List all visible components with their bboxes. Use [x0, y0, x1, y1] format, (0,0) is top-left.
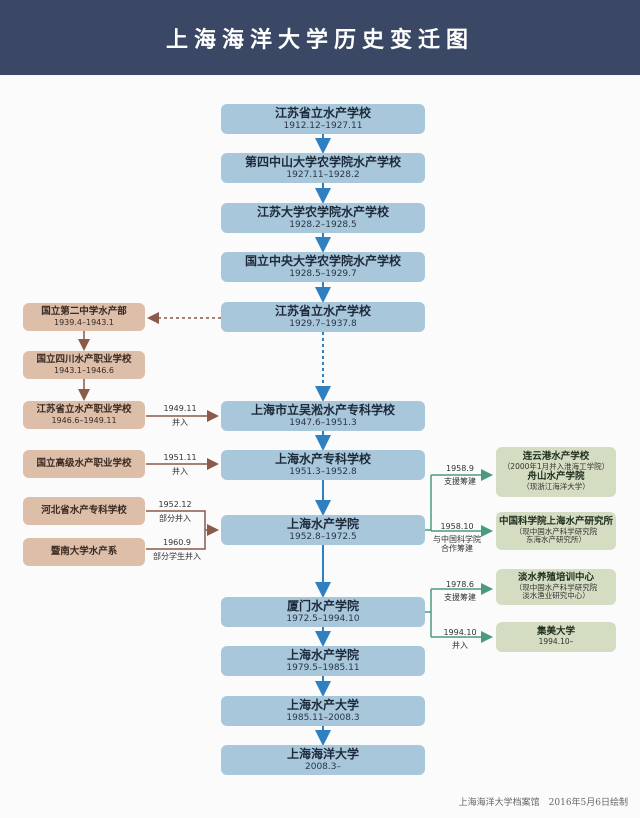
edge-action: 合作筹建 — [441, 544, 473, 554]
node-note: （2000年1月并入淮海工学院） — [502, 462, 610, 472]
edge-action: 并入 — [172, 417, 188, 427]
edge-label: 1960.9 部分学生并入 — [144, 538, 210, 561]
node-date: 1939.4–1943.1 — [54, 317, 114, 327]
node-date: 1951.3–1952.8 — [289, 466, 357, 477]
right-node: 淡水养殖培训中心（现中国水产科学研究院淡水渔业研究中心） — [496, 569, 616, 605]
node-name: 上海市立吴淞水产专科学校 — [250, 402, 395, 417]
edge-date: 1952.12 — [158, 500, 192, 509]
node-date: 1912.12–1927.11 — [283, 120, 363, 131]
node-name: 江苏省立水产学校 — [274, 105, 371, 120]
node-date: 1979.5–1985.11 — [286, 662, 360, 673]
node-note: 东海水产研究所） — [526, 535, 586, 545]
edge-date: 1958.9 — [446, 464, 474, 473]
node-name: 江苏省立水产职业学校 — [36, 403, 132, 415]
node-name: 暨南大学水产系 — [50, 545, 118, 557]
left-node: 暨南大学水产系 — [23, 538, 145, 566]
node-name: 国立高级水产职业学校 — [36, 457, 132, 469]
right-node: 连云港水产学校（2000年1月并入淮海工学院）舟山水产学院（现浙江海洋大学） — [496, 447, 616, 497]
node-date: 1928.5–1929.7 — [289, 268, 357, 279]
node-name: 上海海洋大学 — [286, 746, 359, 761]
node-date: 1994.10– — [538, 637, 574, 647]
node-name: 上海水产专科学校 — [274, 451, 371, 466]
left-node: 国立高级水产职业学校 — [23, 450, 145, 478]
edge-action: 支援筹建 — [444, 476, 476, 486]
edge-label: 1958.9 支援筹建 — [432, 464, 488, 486]
node-name: 国立中央大学农学院水产学校 — [244, 253, 401, 268]
node-date: 1985.11–2008.3 — [286, 712, 360, 723]
edge-label: 1952.12 部分并入 — [146, 500, 204, 523]
edge-date: 1951.11 — [163, 453, 197, 462]
node-name: 舟山水产学院 — [527, 471, 585, 482]
edge-action: 部分并入 — [159, 513, 191, 523]
edge-action: 部分学生并入 — [153, 551, 201, 561]
node-name: 连云港水产学校 — [522, 451, 590, 463]
right-node: 中国科学院上海水产研究所（现中国水产科学研究院东海水产研究所） — [496, 512, 616, 550]
node-name: 集美大学 — [536, 626, 575, 638]
node-name: 上海水产大学 — [286, 697, 359, 712]
node-name: 国立第二中学水产部 — [41, 305, 127, 317]
edge-label: 1958.10 与中国科学院合作筹建 — [426, 522, 488, 554]
footer-credit: 上海海洋大学档案馆 2016年5月6日绘制 — [458, 798, 628, 808]
edge-date: 1978.6 — [446, 580, 474, 589]
node-name: 中国科学院上海水产研究所 — [498, 515, 613, 527]
node-date: 1929.7–1937.8 — [289, 318, 357, 329]
node-name: 江苏省立水产学校 — [274, 303, 371, 318]
node-date: 1946.6–1949.11 — [51, 415, 117, 425]
node-note: （现中国水产科学研究院 — [514, 526, 598, 536]
node-name: 厦门水产学院 — [286, 598, 359, 613]
edge-date: 1958.10 — [440, 522, 474, 531]
node-note: （现中国水产科学研究院 — [514, 582, 598, 592]
edge-label: 1951.11 并入 — [150, 453, 210, 476]
edge-date: 1949.11 — [163, 404, 197, 413]
edge-action: 支援筹建 — [444, 592, 476, 602]
node-name: 江苏大学农学院水产学校 — [256, 204, 389, 219]
edge-date: 1994.10 — [443, 628, 477, 637]
left-node: 河北省水产专科学校 — [23, 497, 145, 525]
edge-label: 1978.6 支援筹建 — [432, 580, 488, 602]
header: 上海海洋大学历史变迁图 — [0, 0, 640, 75]
node-date: 1928.2–1928.5 — [289, 219, 357, 230]
node-name: 河北省水产专科学校 — [41, 504, 127, 516]
edge-label: 1994.10 并入 — [432, 628, 488, 650]
page-title: 上海海洋大学历史变迁图 — [165, 27, 474, 53]
node-name: 淡水养殖培训中心 — [517, 571, 594, 583]
node-date: 1952.8–1972.5 — [289, 531, 357, 542]
node-name: 国立四川水产职业学校 — [36, 353, 132, 365]
node-date: 1927.11–1928.2 — [286, 169, 360, 180]
node-date: 1943.1–1946.6 — [54, 365, 114, 375]
node-date: 1972.5–1994.10 — [286, 613, 360, 624]
node-note: 淡水渔业研究中心） — [522, 591, 590, 601]
node-name: 上海水产学院 — [286, 516, 359, 531]
node-date: 1947.6–1951.3 — [289, 417, 357, 428]
edge-label: 1949.11 并入 — [150, 404, 210, 427]
edge-action: 并入 — [172, 466, 188, 476]
edge-action: 与中国科学院 — [433, 534, 481, 544]
node-date: 2008.3– — [305, 761, 341, 772]
node-note: （现浙江海洋大学） — [522, 481, 590, 491]
node-name: 第四中山大学农学院水产学校 — [244, 154, 401, 169]
edge-action: 并入 — [452, 640, 468, 650]
node-name: 上海水产学院 — [286, 647, 359, 662]
edge-date: 1960.9 — [163, 538, 191, 547]
